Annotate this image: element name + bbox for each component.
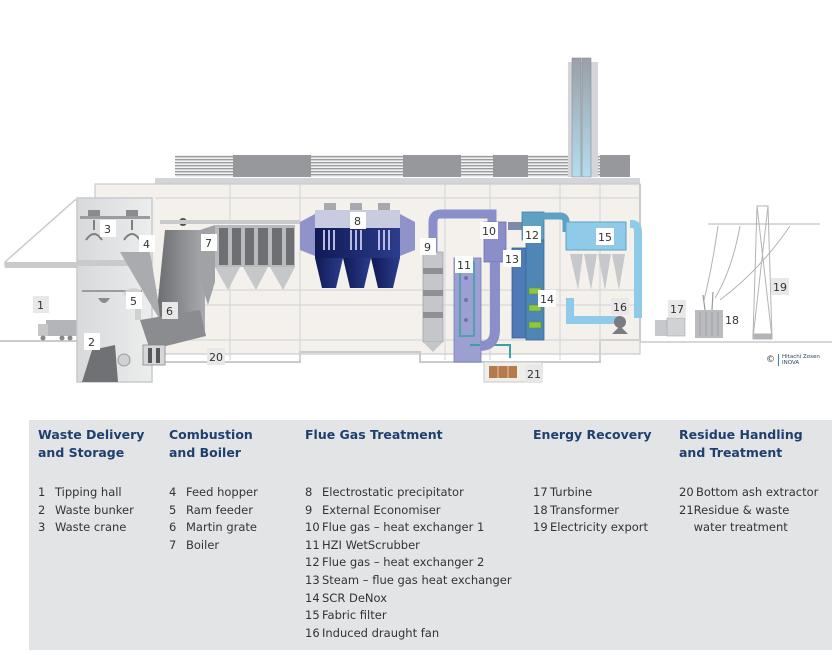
svg-text:1: 1	[37, 299, 44, 312]
callout-19: 19	[771, 278, 789, 295]
callout-1: 1	[33, 296, 49, 313]
tipping-hall	[0, 199, 81, 342]
callouts: 1 2 3 4 5 6 7 8 9 10 11 12 13 14 15 16 1…	[33, 212, 789, 382]
callout-9: 9	[420, 238, 436, 255]
callout-8: 8	[350, 212, 366, 229]
svg-text:11: 11	[457, 259, 471, 272]
callout-10: 10	[480, 222, 498, 239]
brand-divider	[778, 354, 779, 366]
svg-text:16: 16	[613, 301, 627, 314]
svg-text:18: 18	[725, 314, 739, 327]
callout-15: 15	[596, 228, 614, 245]
plant-diagram: 1 2 3 4 5 6 7 8 9 10 11 12 13 14 15 16 1…	[0, 57, 832, 383]
svg-text:15: 15	[598, 231, 612, 244]
callout-4: 4	[139, 235, 155, 252]
svg-text:6: 6	[166, 305, 173, 318]
copyright-icon: ©	[766, 355, 775, 365]
svg-text:17: 17	[670, 303, 684, 316]
energy-recovery-area	[640, 291, 832, 343]
legend-heading: Flue Gas Treatment	[305, 427, 443, 442]
building-roof	[175, 155, 630, 177]
chimney-stack	[568, 57, 598, 178]
callout-13: 13	[503, 250, 521, 267]
callout-3: 3	[100, 220, 116, 237]
svg-text:13: 13	[505, 253, 519, 266]
callout-16: 16	[611, 298, 629, 315]
callout-5: 5	[126, 292, 142, 309]
svg-text:20: 20	[209, 351, 223, 364]
callout-11: 11	[455, 256, 473, 273]
svg-text:12: 12	[525, 229, 539, 242]
external-economiser	[422, 251, 444, 352]
svg-text:4: 4	[143, 238, 150, 251]
callout-17: 17	[668, 300, 686, 317]
callout-21: 21	[525, 365, 543, 382]
legend-heading: Energy Recovery	[533, 427, 652, 442]
svg-text:14: 14	[540, 293, 554, 306]
copyright-notice: © Hitachi Zosen INOVA	[766, 354, 820, 366]
svg-text:19: 19	[773, 281, 787, 294]
wet-scrubber	[453, 257, 511, 363]
callout-2: 2	[84, 333, 100, 350]
svg-text:8: 8	[354, 215, 361, 228]
garbage-truck-icon	[38, 320, 78, 341]
fabric-filter	[540, 212, 642, 334]
callout-12: 12	[523, 226, 541, 243]
svg-text:2: 2	[88, 336, 95, 349]
svg-text:5: 5	[130, 295, 137, 308]
flue-duct	[428, 209, 497, 252]
transmission-pylon	[703, 205, 820, 340]
callout-6: 6	[162, 302, 178, 319]
brand-logo: Hitachi Zosen INOVA	[782, 354, 820, 366]
callout-7: 7	[201, 234, 217, 251]
svg-text:21: 21	[527, 368, 541, 381]
heat-exchanger-2	[508, 211, 545, 341]
svg-text:3: 3	[104, 223, 111, 236]
svg-text:9: 9	[424, 241, 431, 254]
callout-18: 18	[723, 311, 741, 328]
callout-20: 20	[207, 348, 225, 365]
svg-text:7: 7	[205, 237, 212, 250]
callout-14: 14	[538, 290, 556, 307]
svg-text:10: 10	[482, 225, 496, 238]
